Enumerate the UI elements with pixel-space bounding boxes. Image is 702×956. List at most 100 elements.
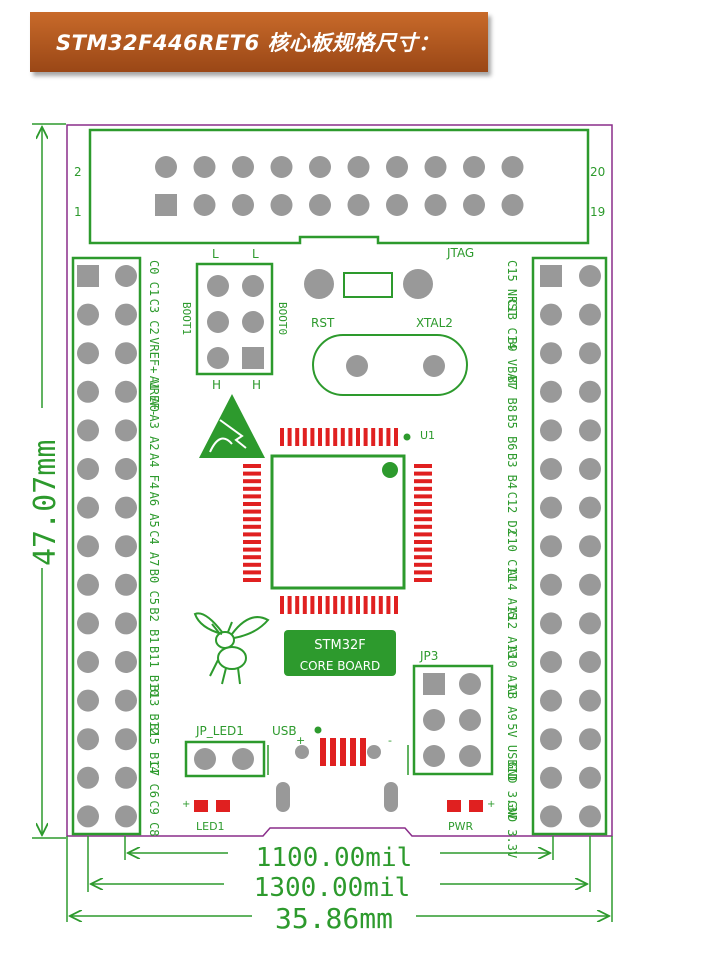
- chip-pin: [414, 502, 432, 506]
- left-header-pad: [115, 612, 137, 635]
- right-header-pad: [579, 496, 601, 519]
- jtag-pad: [309, 156, 331, 178]
- left-header-pad: [77, 651, 99, 673]
- pwr-plus-label: +: [487, 799, 495, 810]
- u1-label: U1: [420, 429, 435, 442]
- jtag-pad: [270, 194, 293, 216]
- jtag-pad: [463, 194, 485, 216]
- left-header-pad: [77, 303, 99, 326]
- jtag-pad: [386, 156, 408, 178]
- left-pin-label: A4 F4: [147, 453, 161, 489]
- chip-pin: [295, 428, 300, 446]
- right-pin-label: GND 3.3V: [505, 762, 519, 820]
- jtag-pad: [424, 194, 447, 216]
- jtag-pad: [501, 156, 524, 178]
- right-header-pad: [579, 573, 601, 596]
- page-title: STM32F446RET6 核心板规格尺寸：: [56, 31, 440, 55]
- boot0-label: BOOT0: [276, 302, 289, 335]
- chip-pin: [333, 596, 338, 614]
- chip-pin: [243, 494, 261, 499]
- right-pin-label: B9 VBAT: [505, 337, 519, 388]
- chip-pin: [243, 486, 261, 491]
- right-pin-label: C13 C14: [505, 299, 519, 350]
- height-dimension-label: 47.07mm: [28, 440, 63, 566]
- bee-logo-icon: [193, 612, 270, 685]
- chip-pin: [287, 596, 292, 614]
- left-header-pad: [77, 265, 99, 287]
- right-header-pad: [540, 573, 562, 596]
- width-dimensions: 1100.00mil 1300.00mil 35.86mm: [66, 836, 613, 935]
- chip-pin: [363, 596, 368, 614]
- right-header-pad: [540, 766, 562, 789]
- right-header-pad: [540, 612, 562, 635]
- chip-pin: [340, 596, 345, 614]
- chip-pin: [318, 596, 322, 614]
- right-header-pad: [579, 265, 601, 287]
- jtag-pad: [193, 194, 216, 216]
- right-header-pad: [540, 805, 562, 828]
- left-pin-label: B13 B12: [147, 685, 161, 736]
- chip-pin: [356, 596, 360, 614]
- right-header-pad: [540, 535, 562, 558]
- chip-pin: [243, 578, 261, 582]
- chip-pin: [414, 570, 432, 575]
- chip-pin: [371, 596, 376, 614]
- usb-plus-label: +: [296, 734, 305, 747]
- jtag-pad: [347, 194, 370, 216]
- chip-pin: [280, 596, 284, 614]
- chip-pin: [243, 555, 261, 560]
- left-header-pad: [77, 805, 99, 828]
- usb-minus-label: -: [388, 734, 392, 747]
- left-pin-label: A3 A2: [147, 414, 161, 450]
- left-pin-label: C7 C6: [147, 762, 161, 798]
- led1-label: LED1: [196, 820, 225, 833]
- usb-pin: [330, 738, 336, 766]
- left-header-pad: [77, 419, 99, 442]
- chip-pin: [280, 428, 284, 446]
- right-header-pad: [579, 303, 601, 326]
- right-header-pad: [579, 380, 601, 403]
- chip-pin: [414, 509, 432, 514]
- chip-pin: [386, 596, 391, 614]
- chip-pin: [356, 428, 360, 446]
- left-pin-label: B0 C5: [147, 569, 161, 605]
- height-dimension: 47.07mm: [26, 123, 66, 839]
- left-pin-label: B11 B10: [147, 646, 161, 697]
- chip-pin: [414, 471, 432, 476]
- crystal-xtal2: XTAL2: [312, 316, 468, 396]
- left-pin-label: C4 A7: [147, 530, 161, 566]
- chip-pin: [243, 562, 261, 567]
- core-board-badge: STM32F CORE BOARD: [284, 630, 396, 676]
- jtag-pad: [501, 194, 524, 216]
- jtag-pad: [232, 194, 254, 216]
- boot1-label: BOOT1: [180, 302, 193, 335]
- left-header-pad: [115, 651, 137, 673]
- left-header-pad: [77, 612, 99, 635]
- left-header-pad: [115, 805, 137, 828]
- chip-pin: [414, 578, 432, 582]
- right-pin-label: B3 B4: [505, 453, 519, 489]
- chip-pin: [394, 596, 398, 614]
- left-header-pad: [115, 458, 137, 480]
- left-header-pad: [77, 573, 99, 596]
- left-pin-label: A1 A0: [147, 376, 161, 412]
- chip-pin: [414, 540, 432, 544]
- width-mm-label: 35.86mm: [275, 902, 393, 935]
- right-pin-label: GND 3.3V: [505, 800, 519, 858]
- chip-pin: [243, 532, 261, 537]
- chip-pin: [348, 428, 353, 446]
- chip-pin: [414, 555, 432, 560]
- chip-pin: [340, 428, 345, 446]
- right-header-pad: [540, 380, 562, 403]
- width-outer-label: 1300.00mil: [254, 873, 411, 903]
- left-header-pad: [77, 380, 99, 403]
- boot-h1-label: H: [212, 378, 221, 392]
- jtag-pin-20-label: 20: [590, 165, 605, 179]
- right-header-pad: [540, 496, 562, 519]
- chip-pin: [318, 428, 322, 446]
- right-pin-label: A14 A15: [505, 569, 519, 620]
- right-header-pad: [579, 458, 601, 480]
- mcu-chip-u1: U1: [243, 428, 435, 614]
- reset-button: RST: [304, 269, 433, 330]
